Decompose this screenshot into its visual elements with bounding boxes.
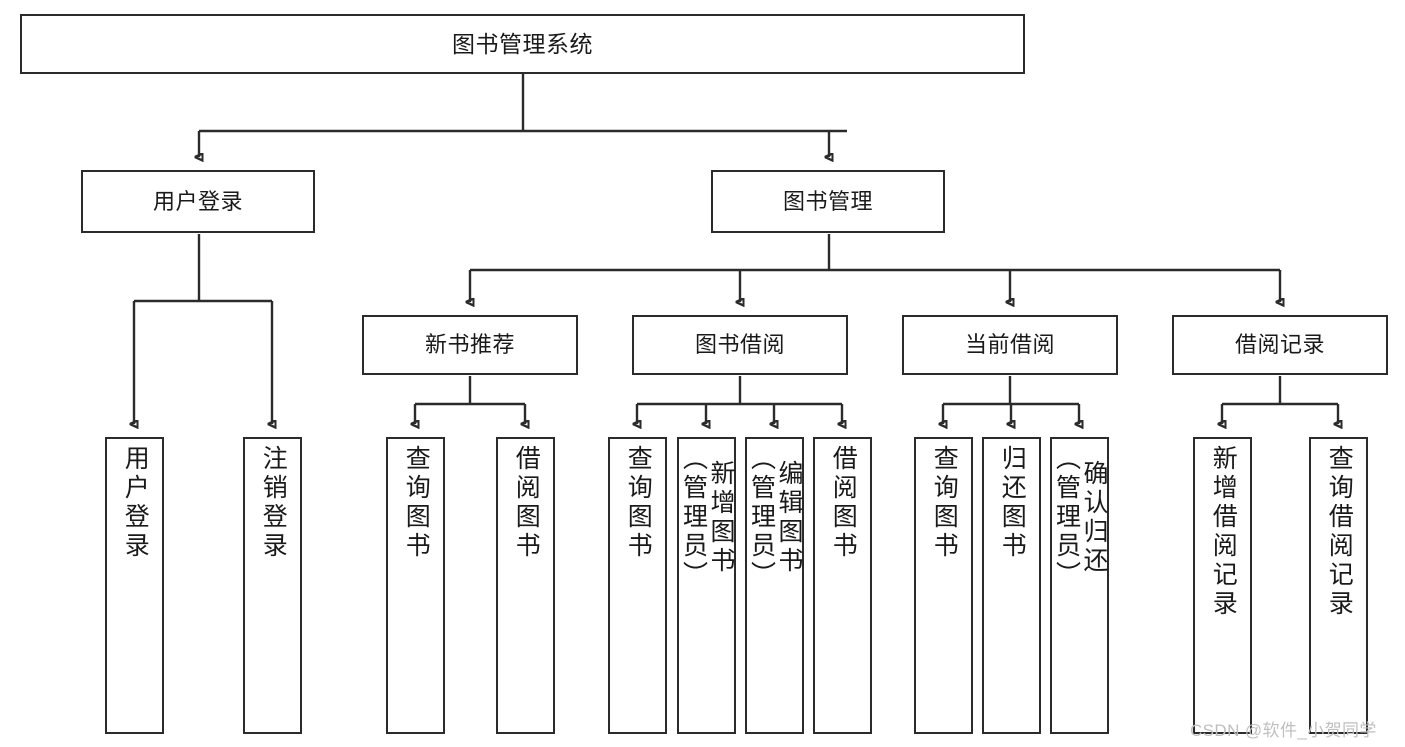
node-borrow-record[interactable]: 借阅记录 <box>1172 315 1388 375</box>
node-new-book-recommend[interactable]: 新书推荐 <box>362 315 578 375</box>
node-label: 图书管理 <box>782 188 873 214</box>
node-leaf-add-book[interactable]: 新增图书 （管理员） <box>677 437 736 734</box>
node-label: 当前借阅 <box>964 332 1055 358</box>
watermark-text: CSDN @软件_小贺同学 <box>1190 721 1377 740</box>
node-label: 用户登录 <box>121 445 150 561</box>
node-book-manage[interactable]: 图书管理 <box>711 170 945 233</box>
node-label: 注销登录 <box>259 445 288 561</box>
node-label: 借阅记录 <box>1234 332 1325 358</box>
node-leaf-borrow-book-1[interactable]: 借阅图书 <box>496 437 555 734</box>
node-label: 确认归还 （管理员） <box>1052 445 1109 590</box>
node-label: 查询图书 <box>624 445 653 561</box>
node-leaf-borrow-book-2[interactable]: 借阅图书 <box>813 437 872 734</box>
node-book-borrow[interactable]: 图书借阅 <box>632 315 848 375</box>
node-label: 查询借阅记录 <box>1325 445 1354 619</box>
node-leaf-return-book[interactable]: 归还图书 <box>982 437 1041 734</box>
node-label: 借阅图书 <box>512 445 541 561</box>
node-leaf-query-record[interactable]: 查询借阅记录 <box>1309 437 1368 734</box>
node-label: 查询图书 <box>930 445 959 561</box>
node-leaf-query-book-3[interactable]: 查询图书 <box>914 437 973 734</box>
node-label: 新增借阅记录 <box>1209 445 1238 619</box>
node-leaf-edit-book[interactable]: 编辑图书 （管理员） <box>745 437 804 734</box>
node-label: 图书管理系统 <box>452 30 593 57</box>
node-label: 新增图书 （管理员） <box>679 445 736 590</box>
node-leaf-confirm-return[interactable]: 确认归还 （管理员） <box>1050 437 1109 734</box>
node-label: 编辑图书 （管理员） <box>747 445 804 590</box>
node-label: 用户登录 <box>152 188 243 214</box>
node-label: 图书借阅 <box>694 332 785 358</box>
node-leaf-user-login[interactable]: 用户登录 <box>105 437 164 734</box>
node-current-borrow[interactable]: 当前借阅 <box>902 315 1118 375</box>
node-label: 查询图书 <box>402 445 431 561</box>
node-user-login[interactable]: 用户登录 <box>81 170 315 233</box>
node-leaf-query-book-1[interactable]: 查询图书 <box>386 437 445 734</box>
node-label: 借阅图书 <box>829 445 858 561</box>
node-leaf-logout[interactable]: 注销登录 <box>243 437 302 734</box>
node-root-book-management-system[interactable]: 图书管理系统 <box>20 14 1025 74</box>
node-leaf-query-book-2[interactable]: 查询图书 <box>608 437 667 734</box>
node-label: 归还图书 <box>998 445 1027 561</box>
node-label: 新书推荐 <box>424 332 515 358</box>
node-leaf-add-record[interactable]: 新增借阅记录 <box>1193 437 1252 734</box>
